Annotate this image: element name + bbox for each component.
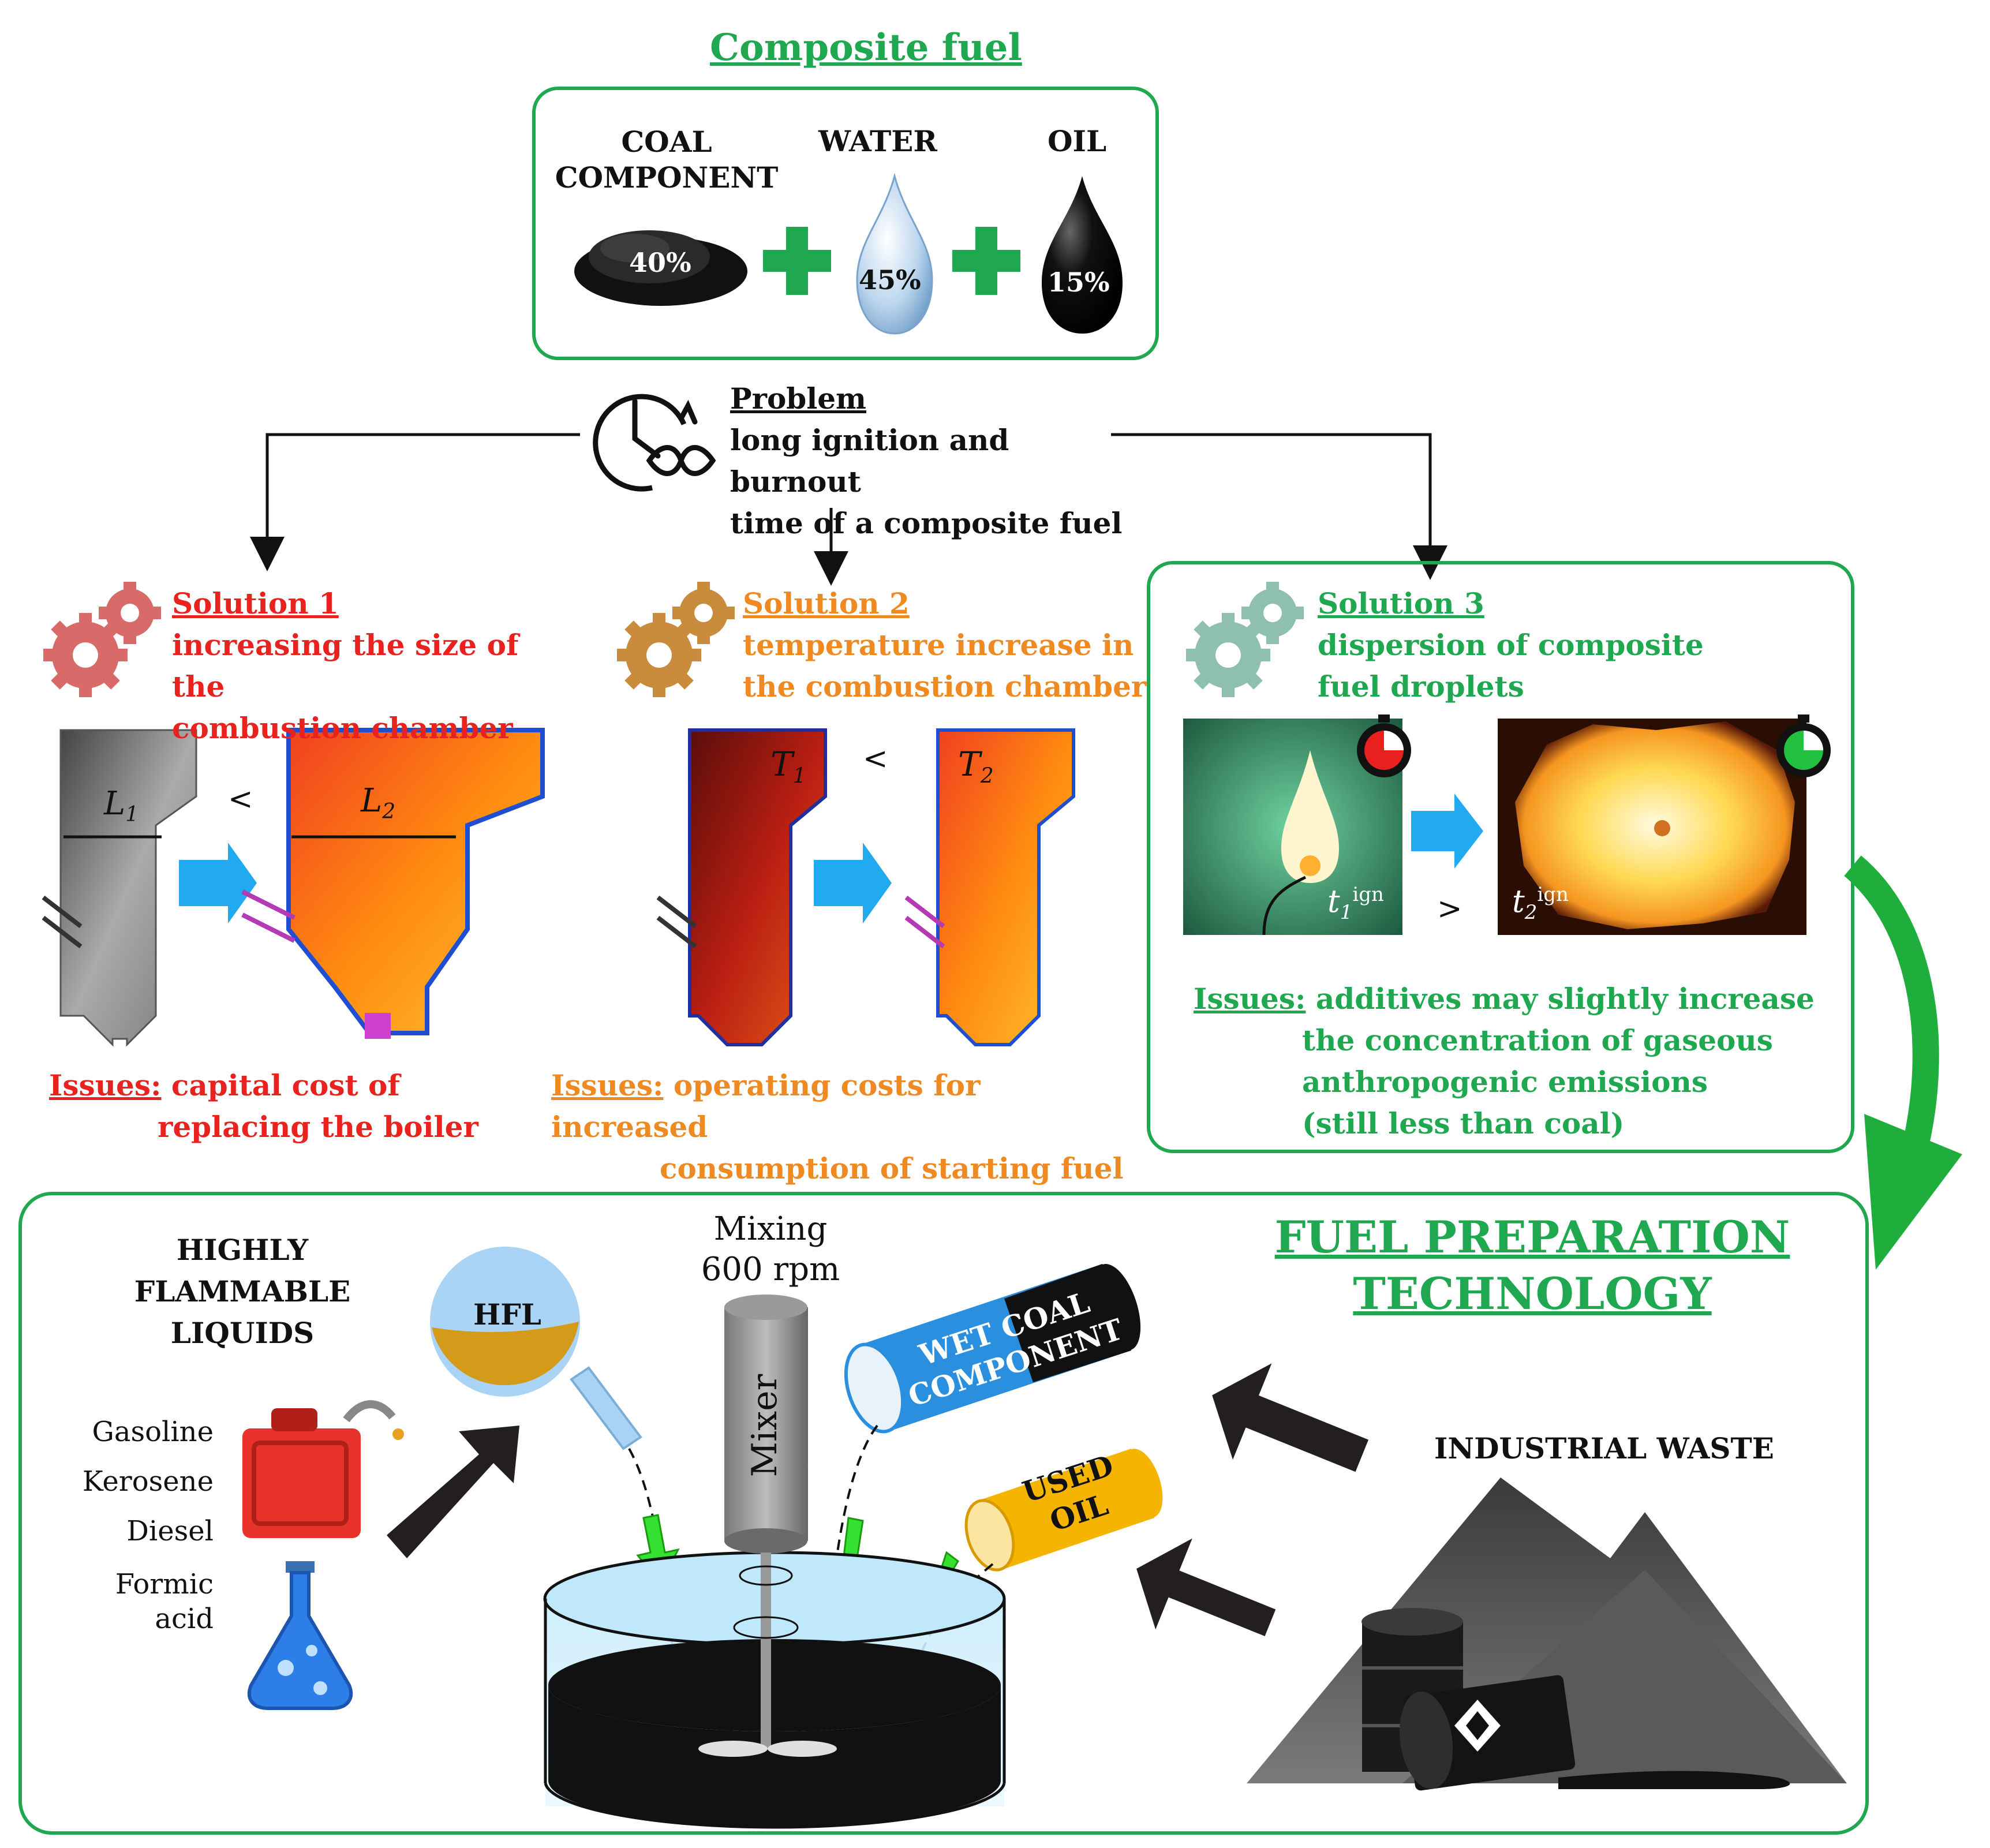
issue-line-1: capital cost of <box>171 1068 400 1102</box>
water-drop-icon <box>856 173 933 335</box>
compare-greater-than: > <box>1437 892 1462 926</box>
water-percentage: 45% <box>859 264 921 295</box>
plus-icon <box>763 227 831 295</box>
liquid-list: Gasoline Kerosene Diesel <box>63 1407 214 1556</box>
blue-arrow-icon <box>814 843 892 923</box>
oil-percentage: 15% <box>1048 267 1110 298</box>
problem-statement: Problem long ignition and burnout time o… <box>730 378 1123 544</box>
mixing-speed-label: Mixing 600 rpm <box>701 1210 840 1288</box>
solution-2-text: Solution 2 temperature increase in the c… <box>743 583 1147 708</box>
green-curved-arrow <box>1844 855 1962 1270</box>
stopwatch-red-icon <box>1357 714 1411 777</box>
solution-2-line-2: the combustion chamber <box>743 669 1147 704</box>
hfl-label: HFL <box>473 1297 541 1331</box>
jerry-can-icon <box>242 1400 404 1538</box>
issue-line-1: operating costs for increased <box>551 1068 981 1144</box>
mixer-column <box>698 1295 837 1757</box>
technology-title-line-1: FUEL PREPARATION <box>1274 1211 1790 1263</box>
gears-icon-solution-1 <box>43 582 161 697</box>
issues-label: Issues: <box>551 1068 664 1102</box>
plus-icon <box>952 227 1020 295</box>
barrel-icon <box>1399 1675 1576 1791</box>
solution-1-issues: Issues: capital cost of replacing the bo… <box>49 1065 522 1148</box>
mixer-label: Mixer <box>745 1374 785 1477</box>
furnace-higher-temperature <box>904 728 1075 1046</box>
technology-box <box>18 1192 1869 1835</box>
water-label: WATER <box>818 124 937 158</box>
issue-line-2: replacing the boiler <box>158 1110 478 1144</box>
problem-line-2: time of a composite fuel <box>730 506 1123 540</box>
issue-line-1: additives may slightly increase <box>1315 982 1815 1016</box>
solution-1-line-2: combustion chamber <box>172 711 513 745</box>
flask-icon <box>247 1561 353 1710</box>
solution-2-heading: Solution 2 <box>743 586 910 620</box>
solution-3-issues: Issues: additives may slightly increase … <box>1194 978 1840 1144</box>
issue-line-3: anthropogenic emissions <box>1302 1065 1708 1099</box>
issues-label: Issues: <box>49 1068 162 1102</box>
solution-1-heading: Solution 1 <box>172 586 339 620</box>
solution-2-line-1: temperature increase in <box>743 628 1134 662</box>
industrial-waste-label: INDUSTRIAL WASTE <box>1434 1431 1774 1465</box>
technology-title: FUEL PREPARATION TECHNOLOGY <box>1258 1209 1806 1322</box>
length-l1-label: L1 <box>104 785 139 827</box>
solution-1-line-1: increasing the size of the <box>172 628 519 704</box>
problem-line-1: long ignition and burnout <box>730 423 1009 499</box>
issue-line-2: consumption of starting fuel <box>660 1151 1124 1185</box>
solution-3-line-1: dispersion of composite <box>1318 628 1704 662</box>
coal-label-line-1: COAL <box>621 125 712 159</box>
compare-less-than: < <box>228 782 253 817</box>
liquid-kerosene: Kerosene <box>82 1465 214 1498</box>
arrow-to-solution-3 <box>1111 433 1447 580</box>
gears-icon-solution-2 <box>617 582 735 697</box>
explosion-photo-after <box>1498 719 1806 935</box>
issue-line-4: (still less than coal) <box>1302 1106 1625 1140</box>
furnace-large-hot <box>241 728 545 1039</box>
clock-infinity-icon <box>593 394 716 492</box>
composite-fuel-title: Composite fuel <box>710 26 1022 69</box>
ignition-time-t2-label: t2ign <box>1512 883 1569 924</box>
coal-percentage: 40% <box>629 247 691 278</box>
arrow-to-solution-1 <box>250 433 580 571</box>
used-oil-tube <box>964 1449 1163 1572</box>
black-arrow-icon <box>1136 1538 1276 1637</box>
problem-heading: Problem <box>730 381 866 416</box>
length-l2-label: L2 <box>361 782 396 824</box>
technology-title-line-2: TECHNOLOGY <box>1353 1268 1712 1319</box>
blue-arrow-icon <box>1411 794 1483 869</box>
solution-3-box <box>1147 561 1854 1153</box>
hfl-title: HIGHLY FLAMMABLE LIQUIDS <box>134 1233 351 1350</box>
solution-3-heading: Solution 3 <box>1318 586 1484 620</box>
blue-arrow-icon <box>179 843 257 923</box>
coal-pile-icon <box>574 230 747 306</box>
oil-label: OIL <box>1048 124 1107 158</box>
furnace-small-grey <box>42 729 197 1047</box>
coal-label-line-2: COMPONENT <box>555 160 779 194</box>
stopwatch-green-icon <box>1776 714 1831 777</box>
ignition-time-t1-label: t1ign <box>1327 883 1384 924</box>
temperature-t1-label: T1 <box>770 745 806 788</box>
solution-3-text: Solution 3 dispersion of composite fuel … <box>1318 583 1722 708</box>
compare-less-than: < <box>863 742 888 776</box>
liquid-diesel: Diesel <box>126 1515 214 1547</box>
issues-label: Issues: <box>1194 982 1306 1016</box>
temperature-t2-label: T2 <box>958 745 994 788</box>
furnace-lower-temperature <box>656 728 827 1046</box>
coal-component-label: COAL COMPONENT <box>551 124 782 196</box>
solution-3-line-2: fuel droplets <box>1318 669 1524 704</box>
oil-drop-icon <box>1042 176 1123 334</box>
hfl-bulb-icon <box>430 1247 642 1450</box>
black-arrow-icon <box>387 1426 519 1558</box>
issue-line-2: the concentration of gaseous <box>1302 1023 1773 1057</box>
mixing-tank <box>543 1551 1006 1829</box>
black-arrow-icon <box>1212 1363 1369 1472</box>
composite-fuel-box <box>532 87 1159 360</box>
liquid-formic-acid: Formic acid <box>115 1568 214 1635</box>
industrial-waste-illustration <box>1247 1477 1847 1791</box>
solution-1-text: Solution 1 increasing the size of the co… <box>172 583 576 749</box>
solution-2-issues: Issues: operating costs for increased co… <box>551 1065 1128 1189</box>
wet-coal-tube <box>844 1264 1141 1434</box>
gears-icon-solution-3 <box>1186 582 1304 697</box>
liquid-gasoline: Gasoline <box>92 1416 214 1448</box>
